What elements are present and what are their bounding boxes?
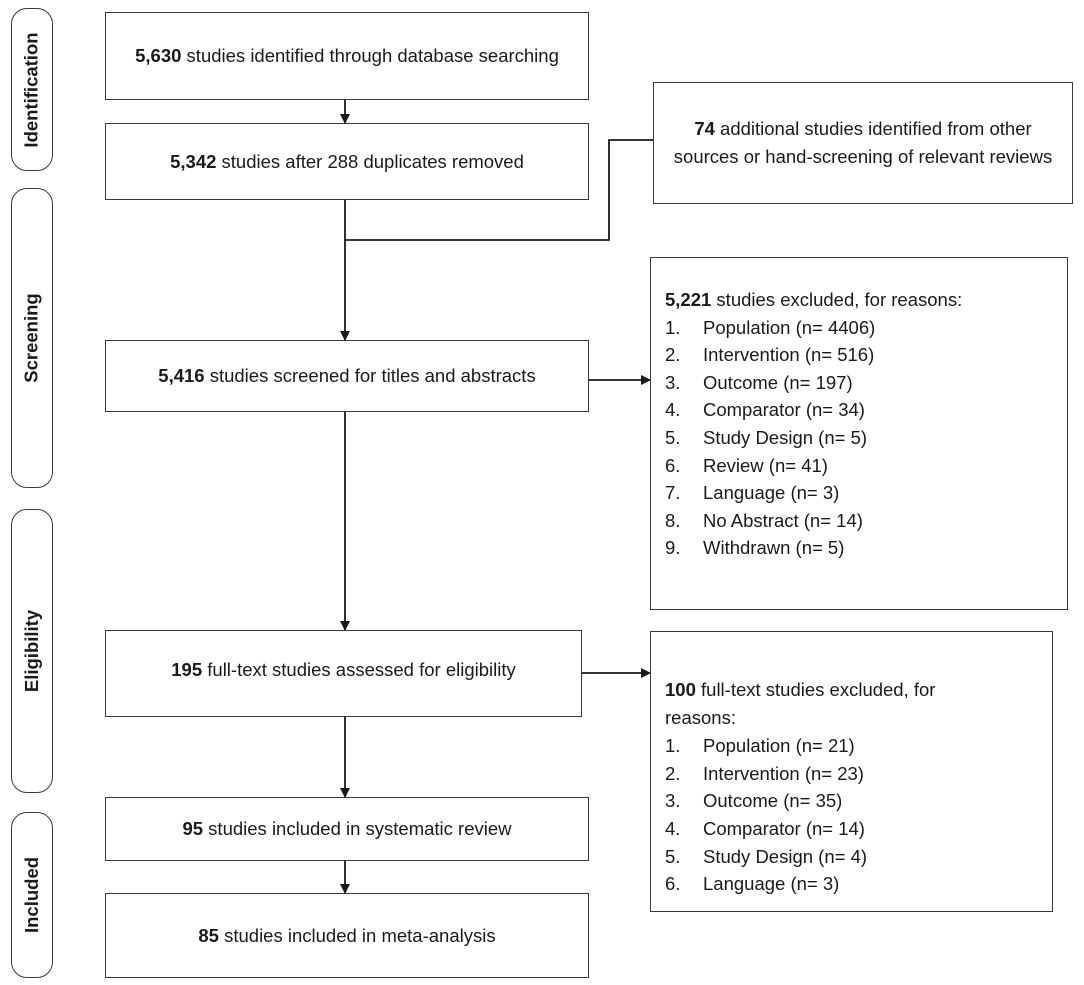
list-item: 1.Population (n= 4406) bbox=[665, 316, 876, 338]
box-additional: 74 additional studies identified from ot… bbox=[653, 82, 1073, 204]
list-item: 4.Comparator (n= 14) bbox=[665, 817, 865, 839]
list-item: 6.Language (n= 3) bbox=[665, 873, 840, 895]
list-item: 6.Review (n= 41) bbox=[665, 454, 828, 476]
box-screened: 5,416 studies screened for titles and ab… bbox=[105, 340, 589, 412]
box-fulltext: 195 full-text studies assessed for eligi… bbox=[105, 630, 582, 717]
box-screened-text: 5,416 studies screened for titles and ab… bbox=[158, 365, 536, 386]
stage-eligibility: Eligibility bbox=[11, 509, 53, 793]
stage-included: Included bbox=[11, 812, 53, 978]
list-item: 7.Language (n= 3) bbox=[665, 482, 840, 504]
stage-screening: Screening bbox=[11, 188, 53, 488]
list-item: 4.Comparator (n= 34) bbox=[665, 399, 865, 421]
stage-identification: Identification bbox=[11, 8, 53, 171]
box-after-duplicates-text: 5,342 studies after 288 duplicates remov… bbox=[170, 150, 524, 172]
box-systematic: 95 studies included in systematic review bbox=[105, 797, 589, 861]
box-meta: 85 studies included in meta-analysis bbox=[105, 893, 589, 978]
excluded-fulltext-heading: 100 full-text studies excluded, for reas… bbox=[665, 679, 936, 728]
list-item: 9.Withdrawn (n= 5) bbox=[665, 537, 845, 559]
box-systematic-text: 95 studies included in systematic review bbox=[182, 818, 512, 839]
list-item: 3.Outcome (n= 35) bbox=[665, 790, 843, 812]
box-identified-text: 5,630 studies identified through databas… bbox=[135, 45, 559, 66]
list-item: 1.Population (n= 21) bbox=[665, 735, 855, 757]
box-identified: 5,630 studies identified through databas… bbox=[105, 12, 589, 100]
line-additional-merge bbox=[345, 139, 653, 241]
box-excluded-fulltext: 100 full-text studies excluded, for reas… bbox=[650, 631, 1053, 912]
box-additional-text: 74 additional studies identified from ot… bbox=[673, 118, 1053, 167]
box-fulltext-text: 195 full-text studies assessed for eligi… bbox=[171, 658, 516, 680]
box-after-duplicates: 5,342 studies after 288 duplicates remov… bbox=[105, 123, 589, 200]
list-item: 5.Study Design (n= 5) bbox=[665, 426, 868, 448]
box-meta-text: 85 studies included in meta-analysis bbox=[198, 924, 496, 946]
list-item: 2.Intervention (n= 516) bbox=[665, 344, 875, 366]
excluded-fulltext-list: 100 full-text studies excluded, for reas… bbox=[665, 676, 965, 898]
list-item: 5.Study Design (n= 4) bbox=[665, 845, 868, 867]
list-item: 8.No Abstract (n= 14) bbox=[665, 509, 863, 531]
list-item: 3.Outcome (n= 197) bbox=[665, 371, 853, 393]
excluded-screening-list: 5,221 studies excluded, for reasons: 1.P… bbox=[665, 286, 962, 562]
box-excluded-screening: 5,221 studies excluded, for reasons: 1.P… bbox=[650, 257, 1068, 610]
excluded-screening-heading: 5,221 studies excluded, for reasons: bbox=[665, 289, 963, 310]
list-item: 2.Intervention (n= 23) bbox=[665, 762, 864, 784]
